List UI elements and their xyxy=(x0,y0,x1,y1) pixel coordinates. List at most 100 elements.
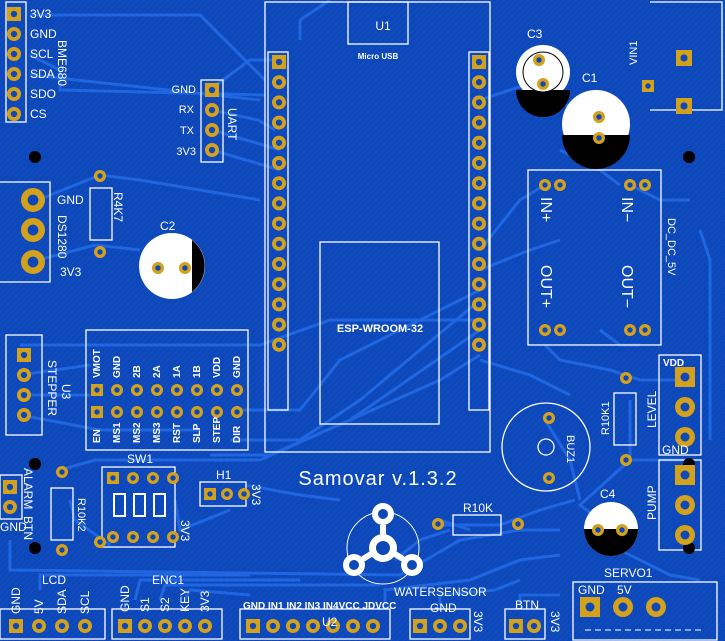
driver-bottom-pin xyxy=(191,406,203,418)
stepper-pin xyxy=(17,368,31,382)
uart-pin xyxy=(205,83,219,97)
lcd-pin xyxy=(32,619,46,633)
driver-bottom-label: MS1 xyxy=(112,422,123,443)
samovar-logo xyxy=(343,503,423,585)
esp32-right-pin xyxy=(472,257,486,271)
bme-pin-sdo: SDO xyxy=(30,87,56,101)
esp32-left-header xyxy=(267,51,289,411)
watersensor-label: WATERSENSOR xyxy=(394,585,487,599)
u2-header xyxy=(239,608,391,640)
enc1-header xyxy=(111,608,223,640)
bme680-pin xyxy=(7,67,21,81)
driver-bottom-pin xyxy=(231,406,243,418)
stepper-connector-outline xyxy=(5,334,43,436)
bme680-header xyxy=(5,1,27,123)
lcd-pin-label: SDA xyxy=(55,589,69,614)
driver-bottom-label: EN xyxy=(92,429,103,443)
r4k7-pin xyxy=(94,246,106,258)
esp32-left-pin xyxy=(272,277,286,292)
esp32-left-pin xyxy=(272,95,286,110)
r4k7-label: R4K7 xyxy=(111,192,125,222)
driver-bottom-label: MS3 xyxy=(152,422,163,443)
esp32-label: ESP-WROOM-32 xyxy=(337,323,423,335)
c3-label: C3 xyxy=(527,27,543,41)
esp32-right-pin xyxy=(472,115,486,130)
lcd-pin xyxy=(9,619,23,633)
uart-pin-tx: TX xyxy=(180,125,195,137)
c2-label: C2 xyxy=(160,219,176,233)
uart-label: UART xyxy=(225,108,239,141)
dcdc-in-plus: IN+ xyxy=(537,197,554,222)
lcd-label: LCD xyxy=(42,573,66,587)
driver-top-pin xyxy=(91,384,103,396)
ds18b20-pin xyxy=(21,250,45,274)
esp32-left-pin xyxy=(272,176,286,191)
r10k-pin xyxy=(512,518,524,530)
c4-pin xyxy=(592,524,604,536)
c4-pin xyxy=(616,524,628,536)
enc1-pin-label: KEY xyxy=(178,588,192,612)
servo-gnd: GND xyxy=(578,583,605,597)
dcdc-pin xyxy=(554,324,566,336)
ds-pin-gnd: GND xyxy=(57,193,84,207)
uart-pin xyxy=(205,123,219,137)
level-pin xyxy=(675,397,695,417)
driver-top-pin xyxy=(211,384,223,396)
u2-label: U2 xyxy=(322,615,338,629)
usb-label: Micro USB xyxy=(358,52,399,61)
esp32-right-header xyxy=(468,51,490,411)
enc1-pin xyxy=(198,619,212,633)
c1-pin xyxy=(593,132,605,144)
esp32-left-pin xyxy=(272,236,286,251)
h1-pin xyxy=(204,488,216,500)
c3-pin xyxy=(537,78,549,90)
lcd-pin-label: GND xyxy=(9,587,23,614)
dcdc-pin xyxy=(624,324,636,336)
level-connector-outline xyxy=(658,354,702,456)
driver-bottom-label: STEP xyxy=(212,417,223,443)
buzzer-pin xyxy=(543,472,555,484)
vin-pin xyxy=(676,50,692,66)
esp32-right-pin xyxy=(472,55,486,69)
enc1-pin xyxy=(158,619,172,633)
esp32-right-pin xyxy=(472,236,486,251)
driver-bottom-label: DIR xyxy=(232,425,243,443)
r10k2-pin xyxy=(56,466,68,478)
u2-pin xyxy=(286,619,300,633)
enc1-label: ENC1 xyxy=(152,573,184,587)
esp32-right-pin xyxy=(472,95,486,110)
driver-top-pin xyxy=(191,384,203,396)
r10k1-body xyxy=(613,392,637,446)
u2-pins: GND IN1 IN2 IN3 IN4VCC JDVCC xyxy=(243,601,396,612)
lcd-pin xyxy=(78,619,92,633)
dcdc-pin xyxy=(639,324,651,336)
bme-pin-cs: CS xyxy=(30,107,47,121)
driver-top-label: GND xyxy=(232,356,243,378)
servo-outline xyxy=(572,581,718,641)
r4k7-body xyxy=(89,187,113,241)
dcdc-pin xyxy=(539,324,551,336)
alarm-pin xyxy=(3,480,17,494)
sw1-pin xyxy=(167,472,179,484)
u2-pin xyxy=(366,619,380,633)
esp32-left-pin xyxy=(272,257,286,271)
pump-connector-outline xyxy=(658,459,702,551)
driver-bottom-pin xyxy=(111,406,123,418)
c2-pin xyxy=(179,262,191,274)
driver-bottom-pin xyxy=(151,406,163,418)
alarm-label: ALARM_BTN xyxy=(21,468,35,540)
r10k-body xyxy=(452,514,502,536)
h1-label: H1 xyxy=(216,468,232,482)
stepper-pin xyxy=(17,388,31,402)
driver-bottom-pin xyxy=(131,406,143,418)
dcdc-out-minus: OUT− xyxy=(618,265,635,308)
c2-pin xyxy=(152,262,164,274)
esp32-left-pin xyxy=(272,317,286,332)
ds-label: DS1280 xyxy=(55,215,69,259)
esp32-left-pin xyxy=(272,297,286,312)
alarm-gnd: GND xyxy=(0,520,27,534)
uart-pin-3v3: 3V3 xyxy=(176,146,196,158)
esp32-left-pin xyxy=(272,196,286,211)
ds18b20-outline xyxy=(0,181,51,283)
uart-pin-gnd: GND xyxy=(172,84,197,96)
